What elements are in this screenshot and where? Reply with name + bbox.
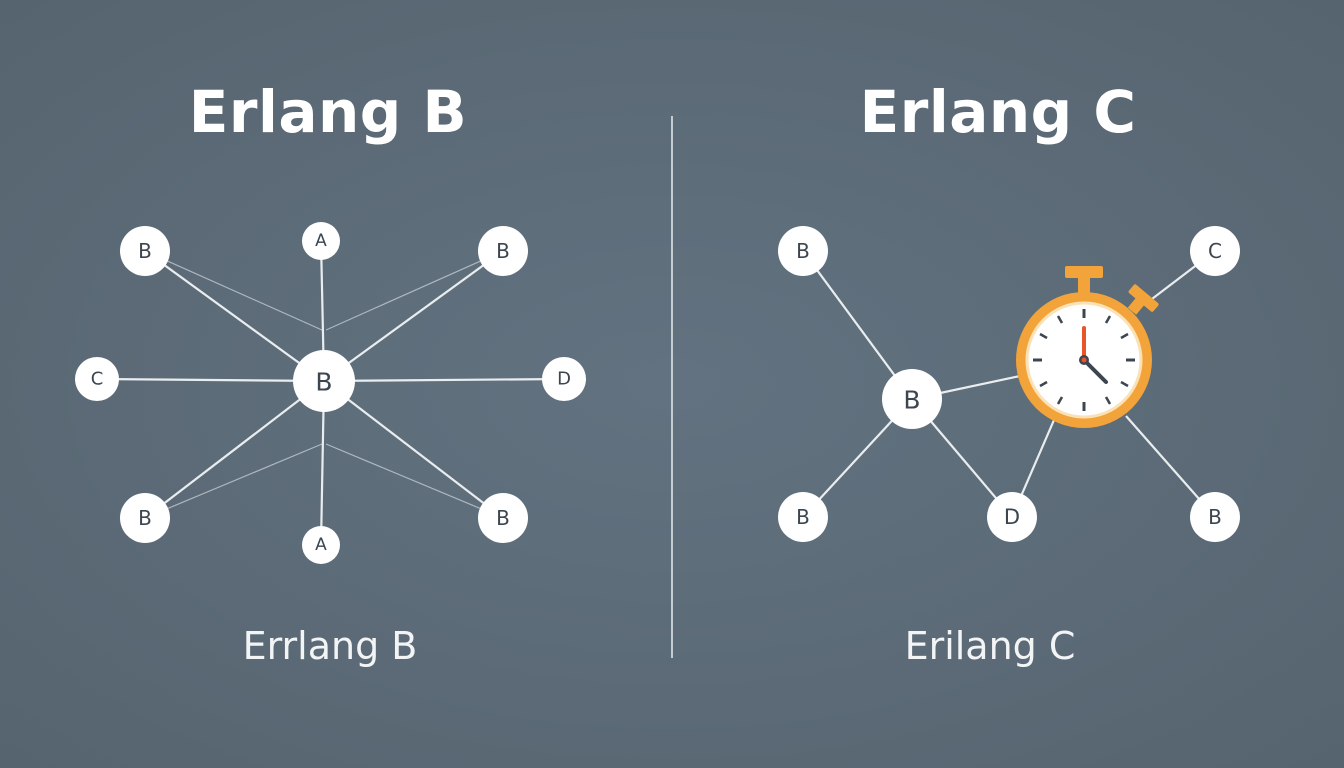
node-bottom-right: B [478,493,528,543]
node-bottom-left: B [778,492,828,542]
svg-text:A: A [315,535,327,555]
panel-divider [671,116,673,658]
edge [144,380,325,519]
erlang-b-caption: Errlang B [242,624,418,668]
svg-text:D: D [557,369,571,390]
stopwatch-icon [1016,266,1159,428]
edge [323,250,504,382]
svg-text:B: B [903,386,920,415]
node-hub: B [882,369,942,429]
node-bottom: A [302,526,340,564]
node-bottom-right: B [1190,492,1240,542]
svg-text:B: B [315,368,332,397]
svg-text:D: D [1004,505,1020,529]
svg-text:B: B [138,506,152,530]
svg-text:B: B [1208,505,1222,529]
node-top-right: B [478,226,528,276]
svg-text:B: B [138,239,152,263]
edge [144,250,325,382]
svg-text:B: B [496,239,510,263]
edge-faint [144,250,323,331]
svg-text:C: C [91,369,104,390]
node-right: D [542,357,586,401]
node-bottom-mid: D [987,492,1037,542]
node-top: A [302,222,340,260]
erlang-b-title: Erlang B [188,78,468,146]
erlang-c-panel: Erlang C [672,0,1344,768]
erlang-c-title: Erlang C [859,78,1137,146]
edge-faint [144,443,323,519]
edge [96,377,325,383]
edge-faint [325,443,504,519]
edge [323,380,504,519]
svg-text:B: B [796,239,810,263]
erlang-c-caption: Erilang C [904,624,1076,668]
node-bottom-left: B [120,493,170,543]
node-top-left: B [778,226,828,276]
edge-faint [325,250,504,331]
erlang-c-graph: B C B B D B [778,226,1240,542]
erlang-b-panel: Erlang B B A [75,78,586,668]
erlang-b-graph: B A B C B D B [75,222,586,564]
svg-text:A: A [315,231,327,251]
svg-text:B: B [796,505,810,529]
node-left: C [75,357,119,401]
svg-text:C: C [1208,239,1222,263]
svg-text:B: B [496,506,510,530]
edge [802,250,913,400]
node-top-right: C [1190,226,1240,276]
node-hub: B [293,350,355,412]
edge [323,377,565,383]
node-top-left: B [120,226,170,276]
